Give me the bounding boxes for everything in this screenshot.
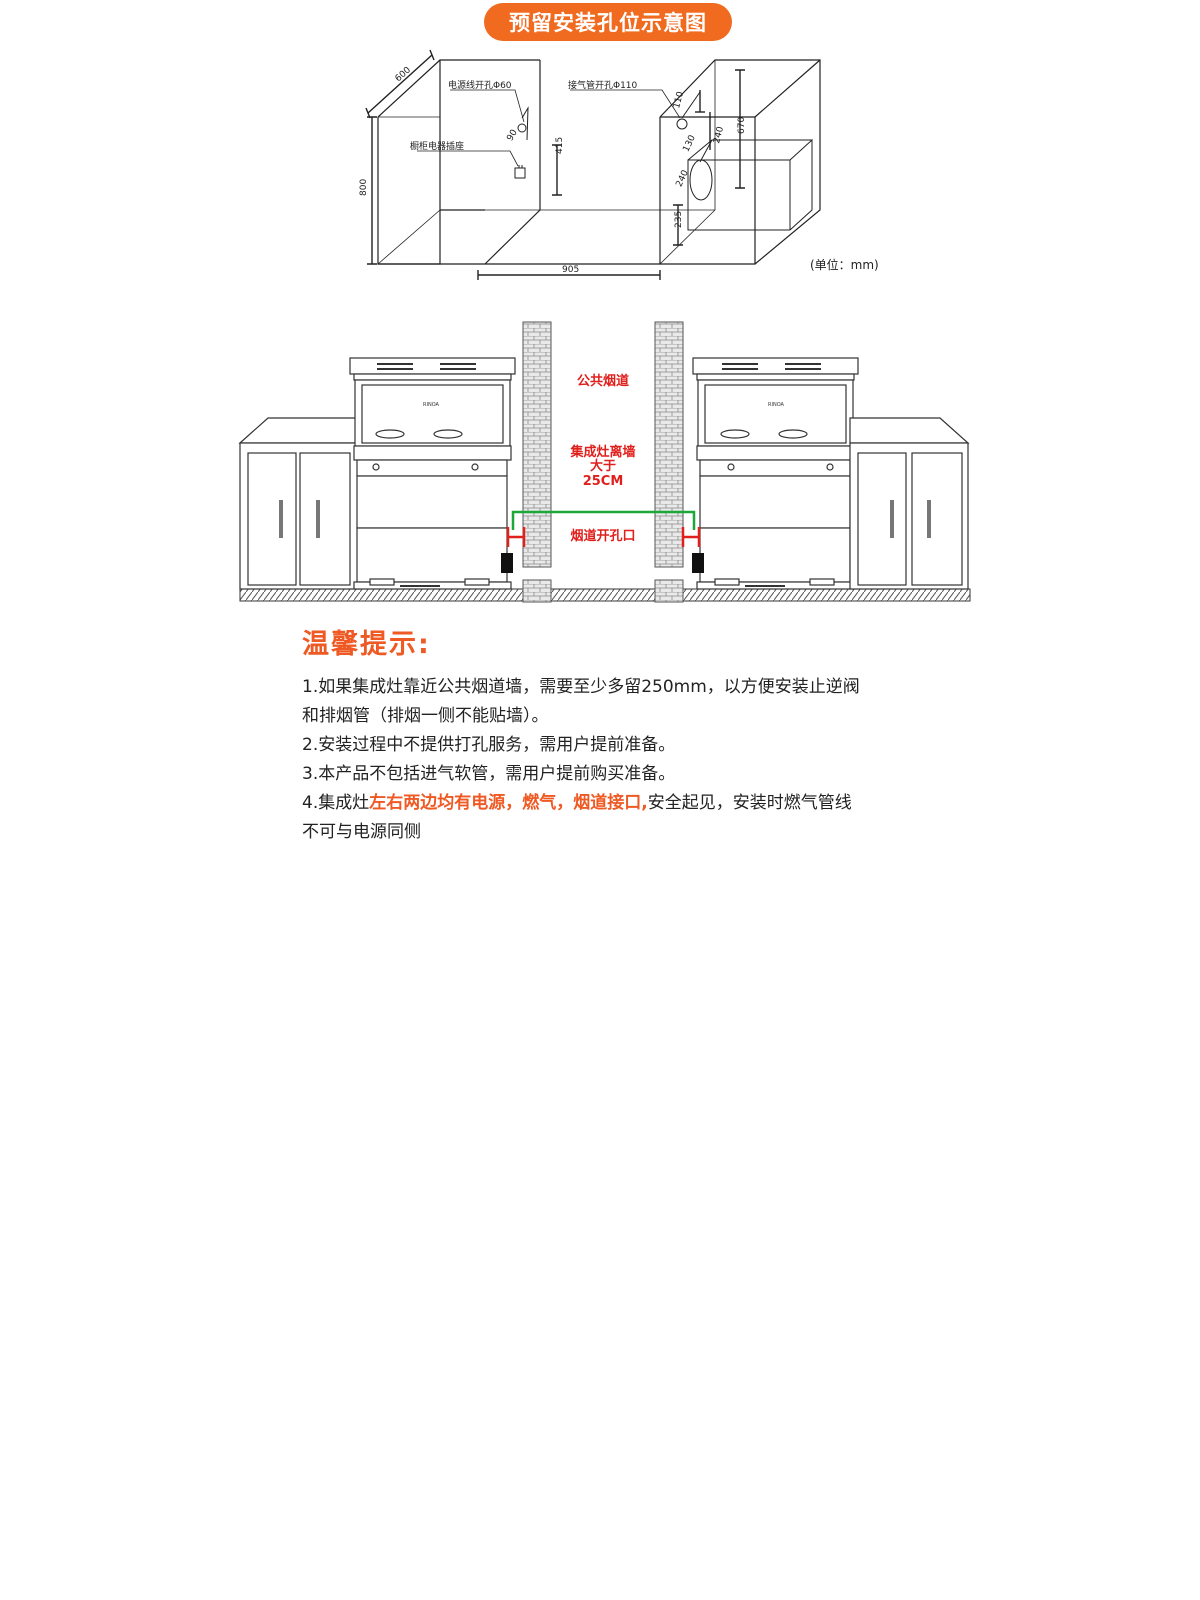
tip-line-1: 1.如果集成灶靠近公共烟道墙，需要至少多留250mm，以方便安装止逆阀 bbox=[302, 677, 860, 697]
left-pipe-joint bbox=[501, 553, 513, 573]
public-flue-label: 公共烟道 bbox=[577, 373, 629, 389]
dim-width: 905 bbox=[562, 265, 579, 275]
label-exhaust: 接气管开孔Φ110 bbox=[568, 79, 638, 91]
label-power-hole: 电源线开孔Φ60 bbox=[448, 79, 512, 91]
floor bbox=[239, 588, 971, 602]
left-stove-brand: RINOA bbox=[423, 402, 440, 408]
right-flue-base bbox=[654, 579, 684, 603]
tip-line-5: 4.集成灶左右两边均有电源，燃气，烟道接口,安全起见，安装时燃气管线 bbox=[302, 789, 942, 818]
banner-title: 预留安装孔位示意图 bbox=[509, 11, 707, 35]
left-integrated-stove bbox=[349, 357, 516, 590]
tip-line-6: 不可与电源同侧 bbox=[302, 822, 421, 842]
installation-diagram: 600 800 905 415 90 110 130 240 240 670 2… bbox=[238, 49, 971, 603]
dim-415: 415 bbox=[555, 137, 565, 154]
dim-130: 130 bbox=[682, 134, 698, 154]
right-flue-wall bbox=[654, 321, 684, 568]
dimension-labels: 600 800 905 415 90 110 130 240 240 670 2… bbox=[359, 65, 747, 275]
distance-indicator bbox=[511, 510, 696, 530]
right-pipe-joint bbox=[692, 553, 704, 573]
tip-line-5-prefix: 4.集成灶 bbox=[302, 793, 370, 813]
dim-235: 235 bbox=[674, 211, 684, 228]
dim-240a: 240 bbox=[712, 125, 726, 144]
left-side-cabinet bbox=[238, 417, 361, 590]
flue-opening-markers bbox=[506, 527, 701, 547]
label-socket: 橱柜电器插座 bbox=[410, 140, 464, 152]
hole-markers bbox=[417, 89, 713, 201]
left-flue-wall bbox=[522, 321, 552, 568]
title-banner: 预留安装孔位示意图 bbox=[484, 3, 732, 41]
dim-110: 110 bbox=[672, 90, 686, 109]
dim-depth: 600 bbox=[394, 65, 414, 84]
left-stove-panel-marks bbox=[377, 363, 476, 587]
tips-title: 温馨提示: bbox=[302, 629, 431, 660]
unit-label: (单位：mm) bbox=[810, 257, 879, 272]
tip-line-5-highlight: 左右两边均有电源，燃气，烟道接口, bbox=[369, 793, 648, 813]
distance-label-2: 大于 bbox=[590, 458, 616, 474]
tip-line-2: 和排烟管（排烟一侧不能贴墙）。 bbox=[302, 706, 549, 726]
dim-height: 800 bbox=[359, 179, 369, 196]
tip-line-4: 3.本产品不包括进气软管，需用户提前购买准备。 bbox=[302, 764, 676, 784]
tip-line-5-suffix: 安全起见，安装时燃气管线 bbox=[647, 793, 852, 813]
flue-opening-label: 烟道开孔口 bbox=[570, 528, 635, 544]
right-stove-brand: RINOA bbox=[768, 402, 785, 408]
right-stove-panel-marks bbox=[722, 363, 821, 587]
dim-240b: 240 bbox=[675, 169, 691, 189]
distance-label-3: 25CM bbox=[583, 474, 624, 489]
tips-section: 温馨提示: 1.如果集成灶靠近公共烟道墙，需要至少多留250mm，以方便安装止逆… bbox=[302, 622, 942, 847]
dim-670: 670 bbox=[737, 117, 747, 134]
left-flue-base bbox=[522, 579, 552, 603]
tip-line-3: 2.安装过程中不提供打孔服务，需用户提前准备。 bbox=[302, 735, 676, 755]
distance-label-1: 集成灶离墙 bbox=[569, 444, 635, 460]
right-integrated-stove bbox=[692, 357, 859, 590]
cabinet-3d-diagram bbox=[377, 59, 821, 265]
right-side-cabinet bbox=[849, 417, 970, 590]
dim-90: 90 bbox=[505, 128, 520, 143]
